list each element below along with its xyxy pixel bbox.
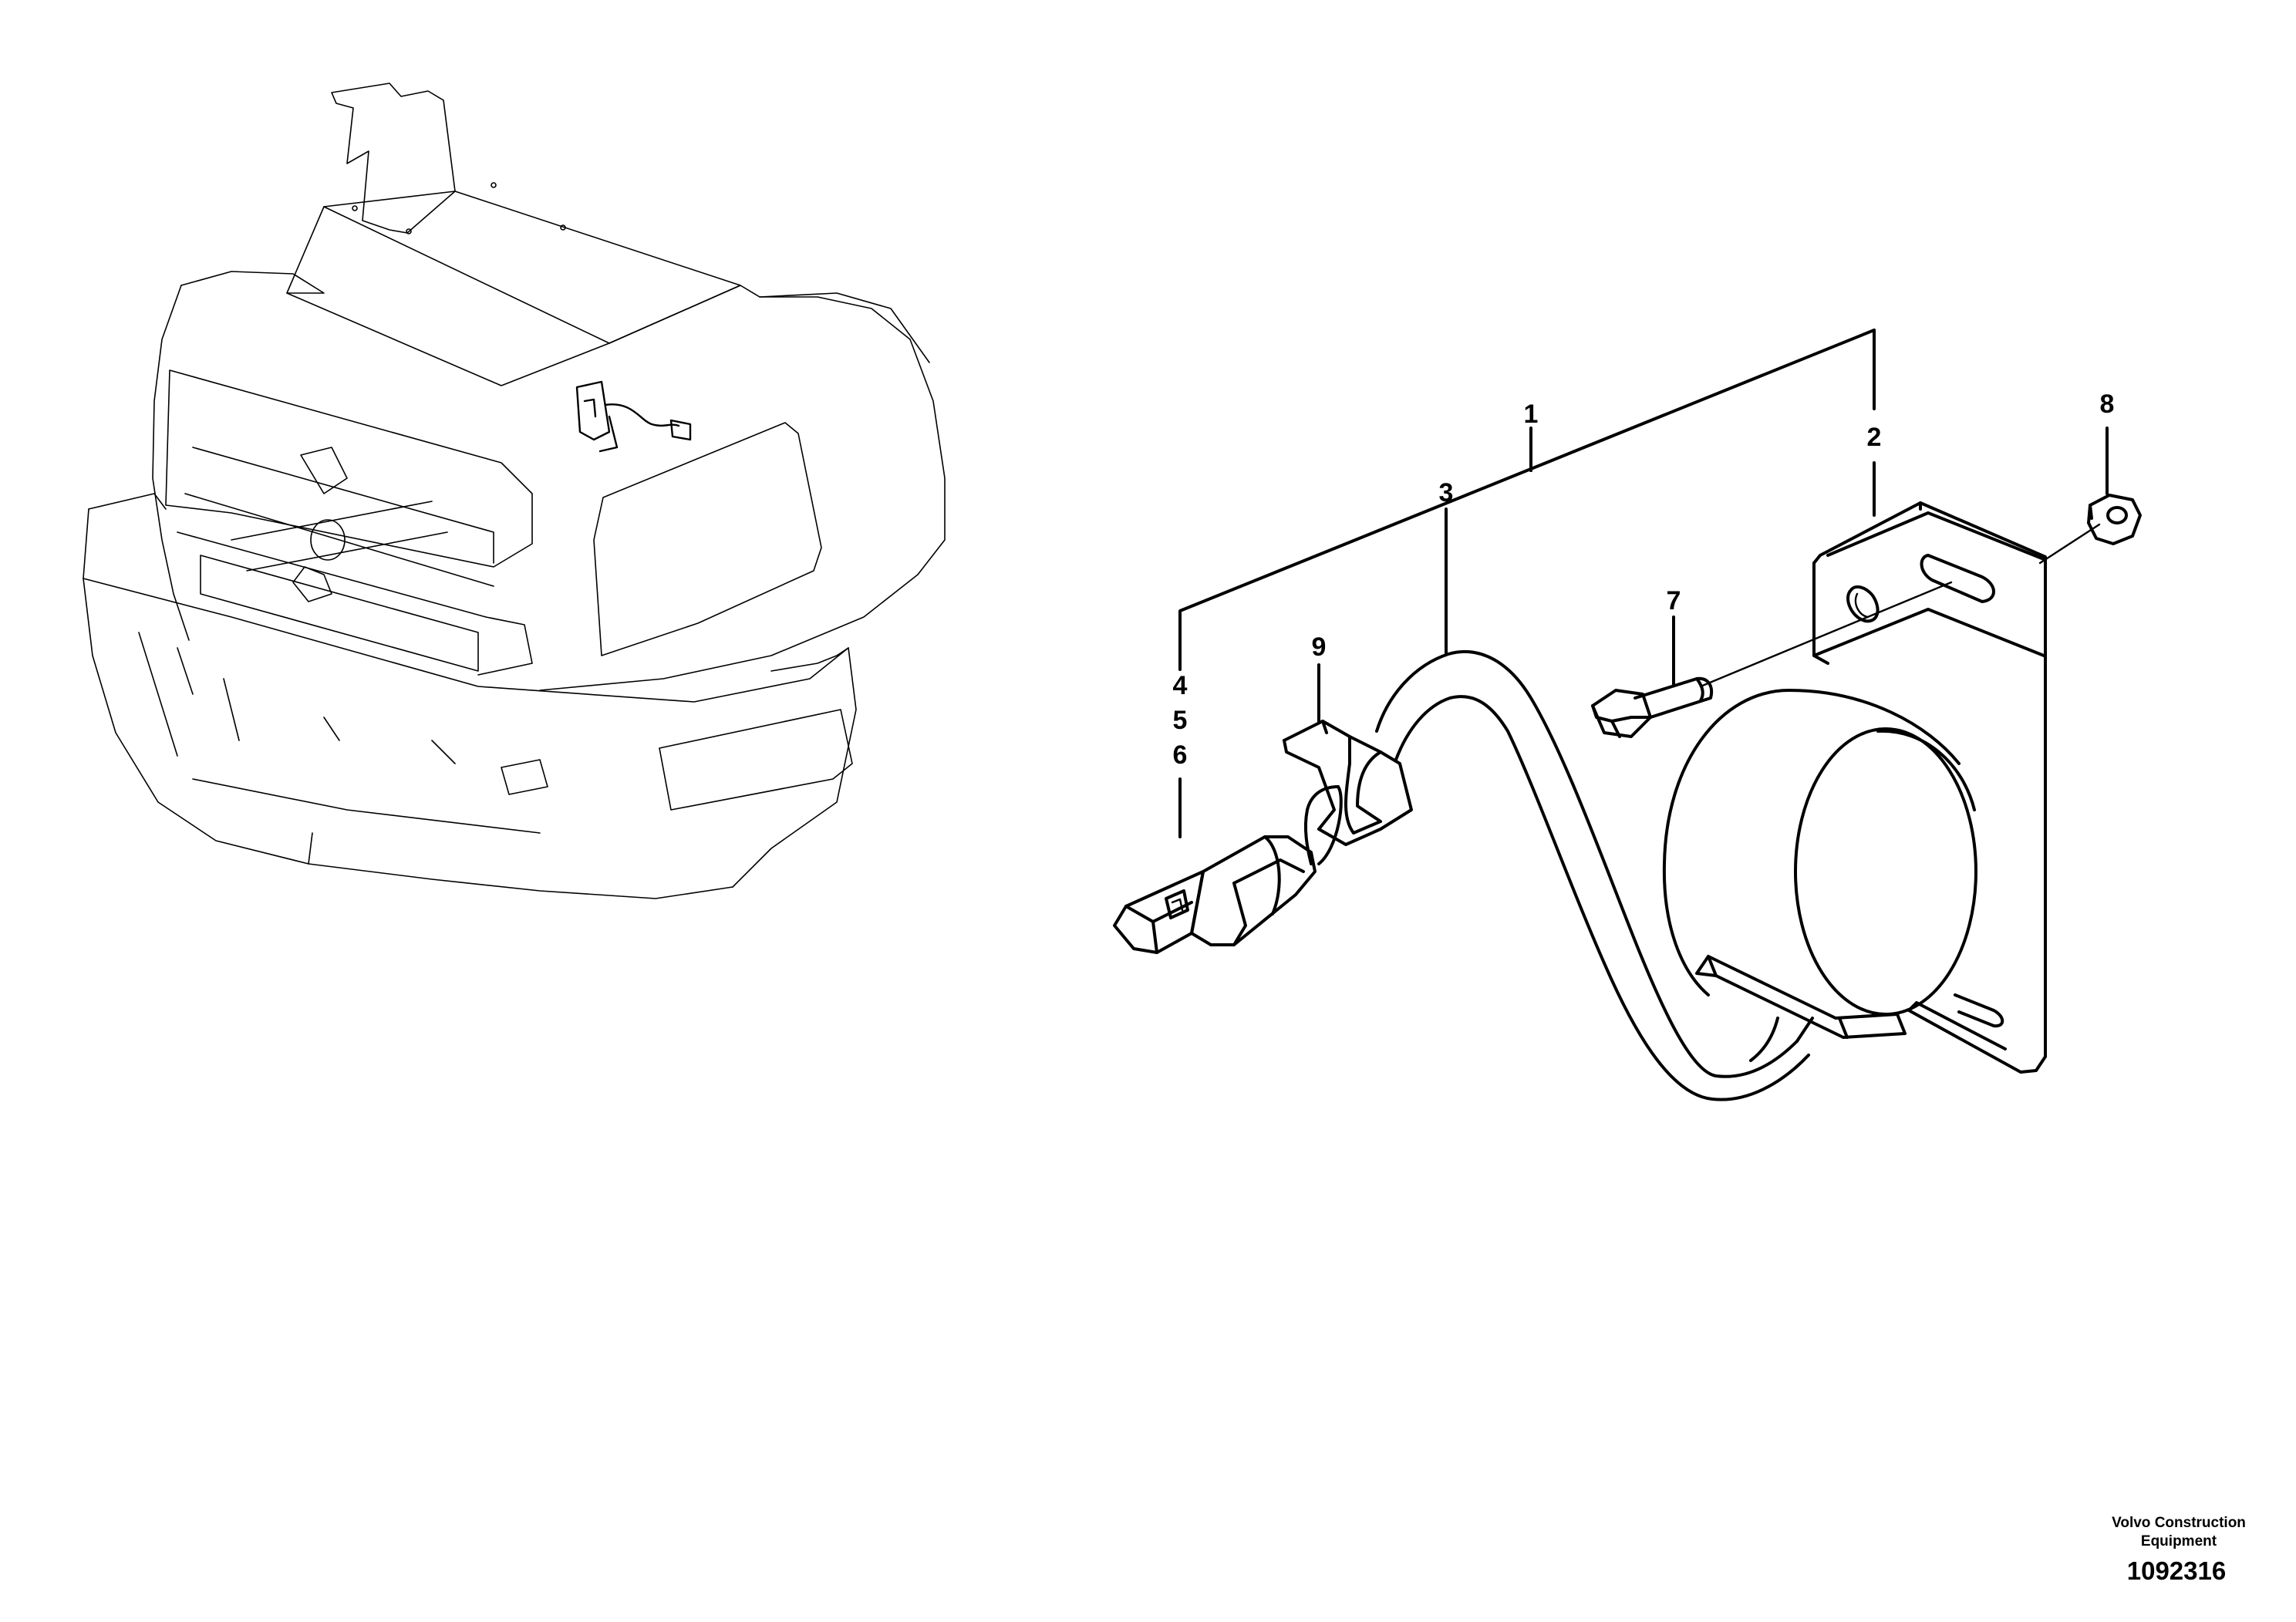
drawing-number: 1092316: [2127, 1556, 2226, 1585]
footer-block: Volvo Construction Equipment 1092316: [2112, 1515, 2246, 1585]
bolt-axis-line: [1699, 581, 1953, 688]
flange-nut: [2087, 494, 2142, 545]
wire-connector: [1113, 785, 1343, 954]
mounting-bracket: [1812, 501, 2047, 1074]
hex-bolt: [1591, 676, 1713, 738]
callout-7: 7: [1667, 586, 1681, 615]
callout-9: 9: [1312, 632, 1327, 662]
brand-line-2: Equipment: [2141, 1533, 2217, 1549]
callout-labels: 1 2 3 4 5 6 7 8 9: [1173, 389, 2115, 770]
backup-alarm-assembly: [1113, 494, 2142, 1101]
callout-3: 3: [1439, 478, 1454, 508]
nut-axis-line: [2038, 523, 2101, 565]
callout-6: 6: [1173, 740, 1188, 770]
cable-clamp: [1283, 720, 1413, 846]
callout-8: 8: [2100, 389, 2115, 419]
callout-2: 2: [1867, 423, 1882, 452]
machine-overview-illustration: [83, 83, 946, 899]
buzzer-body: [1662, 689, 1977, 1039]
callout-1: 1: [1524, 400, 1539, 429]
callout-5: 5: [1173, 706, 1188, 735]
callout-4: 4: [1173, 671, 1188, 700]
leader-lines: [1178, 329, 2109, 838]
cable-harness: [1375, 649, 1814, 1101]
brand-line-1: Volvo Construction: [2112, 1515, 2246, 1531]
